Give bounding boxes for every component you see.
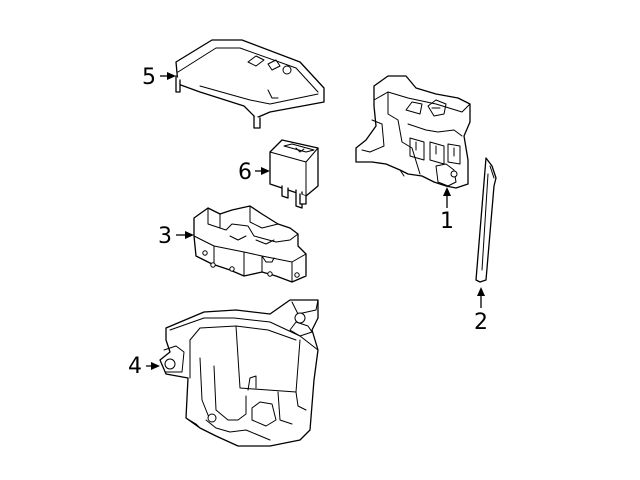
callout-3-label: 3: [158, 224, 172, 249]
callout-4-arrow: [151, 362, 160, 370]
part-2-strip: [475, 157, 497, 283]
callout-4-label: 4: [128, 354, 142, 379]
part-6-relay: [269, 139, 319, 209]
callout-4: 4: [128, 354, 160, 379]
callout-5: 5: [142, 65, 176, 90]
callout-5-arrow: [167, 72, 176, 80]
callout-1: 1: [440, 187, 454, 234]
callout-1-arrow: [443, 187, 451, 196]
callout-3-arrow: [185, 231, 194, 239]
part-1-bracket: [355, 75, 471, 189]
callout-6-label: 6: [238, 160, 252, 185]
callout-2-label: 2: [474, 310, 488, 335]
part-3-relay-block: [193, 205, 307, 283]
callout-6: 6: [238, 160, 270, 185]
callout-3: 3: [158, 224, 194, 249]
callout-5-label: 5: [142, 65, 156, 90]
callout-2: 2: [474, 287, 488, 335]
callout-6-arrow: [261, 167, 270, 175]
callout-1-label: 1: [440, 209, 454, 234]
part-4-lower-housing: [159, 299, 319, 447]
callout-2-arrow: [477, 287, 485, 296]
part-5-fuse-box-cover: [175, 39, 325, 129]
